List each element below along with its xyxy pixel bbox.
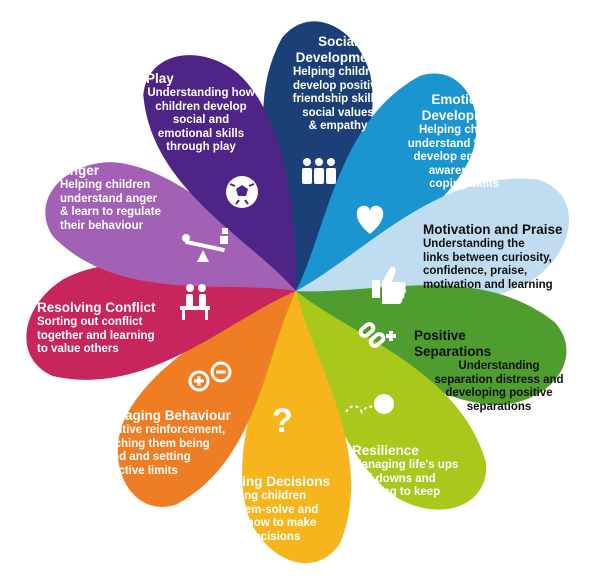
petal-emotional bbox=[296, 73, 477, 291]
petal-description: Sorting out conflict together and learni… bbox=[37, 316, 155, 355]
petal-title: Play bbox=[146, 71, 174, 86]
petal-social-text: Social Development Helping children deve… bbox=[268, 34, 408, 134]
petal-behaviour-text: Managing Behaviour Positive reinforcemen… bbox=[98, 408, 268, 478]
petal-description: Understanding how children develop socia… bbox=[147, 87, 255, 153]
petal-anger bbox=[45, 162, 296, 291]
petal-title: Managing Behaviour bbox=[98, 408, 231, 423]
thumbs-up-icon bbox=[372, 266, 407, 304]
petal-title: Resilience bbox=[352, 443, 419, 458]
bounce-ball-icon bbox=[345, 394, 394, 414]
people-icon bbox=[302, 158, 336, 184]
petal-title: Making Decisions bbox=[216, 474, 331, 489]
petal-description: Helping children understand feelings, de… bbox=[407, 124, 521, 190]
petal-play-text: Play Understanding how children develop … bbox=[136, 71, 266, 155]
petal-decisions-text: Making Decisions Helping children proble… bbox=[216, 474, 356, 544]
petal-description: Helping children problem-solve and learn… bbox=[216, 490, 319, 543]
football-icon bbox=[226, 176, 258, 208]
heart-icon bbox=[356, 205, 384, 234]
petal-description: Positive reinforcement, catching them be… bbox=[98, 424, 226, 477]
plus-minus-icon bbox=[188, 361, 232, 392]
petal-description: Helping children develop positive friend… bbox=[292, 66, 384, 132]
petal-description: Understanding separation distress and de… bbox=[434, 360, 564, 413]
petal-description: Helping children understand anger & lear… bbox=[60, 179, 161, 232]
petal-resilience-text: Resilience Managing life's ups and downs… bbox=[352, 443, 492, 513]
petal-conflict-text: Resolving Conflict Sorting out conflict … bbox=[37, 300, 197, 357]
petal-title: Emotional Development bbox=[421, 92, 507, 123]
petal-motivation-text: Motivation and Praise Understanding the … bbox=[423, 222, 593, 292]
petal-title: Positive Separations bbox=[414, 328, 492, 359]
petal-anger-text: Anger Helping children understand anger … bbox=[60, 163, 210, 233]
petal-behaviour bbox=[117, 291, 296, 507]
petal-emotional-text: Emotional Development Helping children u… bbox=[384, 92, 544, 192]
petal-motivation bbox=[296, 178, 569, 305]
petal-title: Motivation and Praise bbox=[423, 222, 563, 237]
petal-description: Managing life's ups and downs and learni… bbox=[352, 459, 459, 512]
petal-play bbox=[143, 55, 297, 291]
petal-description: Understanding the links between curiosit… bbox=[423, 238, 553, 291]
petal-title: Social Development bbox=[295, 34, 381, 65]
two-people-icon bbox=[180, 284, 210, 320]
question-mark-icon: ? bbox=[272, 402, 293, 440]
broken-link-icon bbox=[358, 322, 396, 348]
petal-separations bbox=[296, 285, 567, 405]
petal-conflict bbox=[26, 262, 296, 380]
petal-title: Anger bbox=[60, 163, 100, 178]
petal-title: Resolving Conflict bbox=[37, 300, 156, 315]
petal-separations-text: Positive Separations Understanding separ… bbox=[414, 328, 584, 414]
seesaw-icon bbox=[182, 228, 228, 262]
